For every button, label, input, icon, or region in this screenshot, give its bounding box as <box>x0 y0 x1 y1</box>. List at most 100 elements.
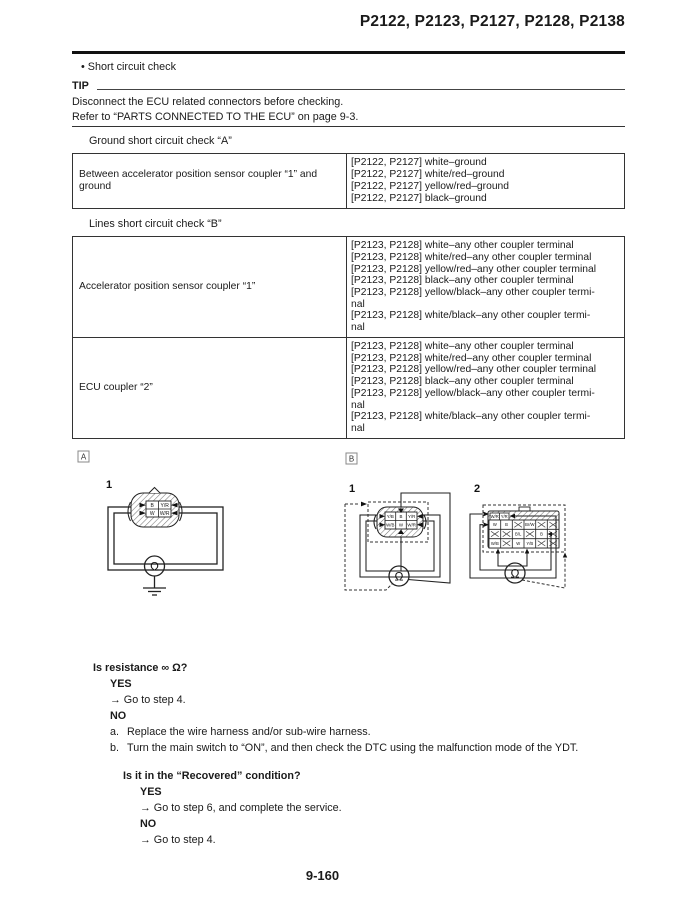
table-row: Accelerator position sensor coupler “1” … <box>73 237 624 337</box>
svg-text:Y/B: Y/B <box>526 541 533 546</box>
ohm-symbol: Ω <box>150 559 159 573</box>
page-title: P2122, P2123, P2127, P2128, P2138 <box>359 13 625 30</box>
check-line: [P2123, P2128] yellow/black–any other co… <box>351 387 595 399</box>
tip-label: TIP <box>72 80 89 92</box>
check-line: [P2123, P2128] white–any other coupler t… <box>351 341 574 352</box>
tip-line-1: Disconnect the ECU related connectors be… <box>72 96 344 108</box>
check-line: [P2123, P2128] white/black–any other cou… <box>351 310 591 322</box>
svg-text:W/B: W/B <box>491 541 499 546</box>
yes-action: → Go to step 4. <box>110 694 186 706</box>
svg-text:B/L: B/L <box>515 532 522 537</box>
no-action: → Go to step 4. <box>140 834 216 846</box>
figure-number: 1 <box>349 483 355 495</box>
question-heading: Is resistance ∞ Ω? <box>93 662 188 674</box>
ohmmeter: Ω <box>504 562 526 584</box>
check-line: [P2123, P2128] yellow/black–any other co… <box>351 287 595 298</box>
svg-text:B: B <box>151 503 155 509</box>
svg-text:B: B <box>400 514 403 519</box>
lines-check-table: Accelerator position sensor coupler “1” … <box>72 236 625 439</box>
table-cell-label: Between accelerator position sensor coup… <box>73 154 347 208</box>
check-line: [P2123, P2128] white/black–any other cou… <box>351 411 591 423</box>
svg-text:W: W <box>399 523 404 528</box>
diagram-a1: 1 B Y/R W W/R Ω <box>106 479 224 596</box>
label-line: Between accelerator position sensor coup… <box>79 169 318 180</box>
svg-text:B: B <box>505 522 508 527</box>
svg-text:Y/R: Y/R <box>161 503 170 509</box>
check-line: nal <box>351 399 365 411</box>
table-cell-checks: [P2123, P2128] white–any other coupler t… <box>347 237 624 337</box>
diagram-b1: 1 Y/B B Y/R W/B W W/R <box>344 483 451 591</box>
no-label: NO <box>110 710 127 722</box>
table-row: Between accelerator position sensor coup… <box>73 154 624 208</box>
circuit-diagrams: A B 1 B Y/R W W/R <box>77 450 568 596</box>
svg-text:Y/R: Y/R <box>408 514 415 519</box>
tip-line-2: Refer to “PARTS CONNECTED TO THE ECU” on… <box>72 110 359 123</box>
check-line: [P2123, P2128] white/red–any other coupl… <box>351 251 592 263</box>
ecu-coupler-connector: W/R Y/R W B Br/W B/L B W/B W Y/B <box>487 506 560 549</box>
figure-number: 2 <box>474 483 480 495</box>
table-cell-label: Accelerator position sensor coupler “1” <box>73 237 347 337</box>
check-line: nal <box>351 422 365 434</box>
ohmmeter: Ω <box>388 565 410 587</box>
table-cell-label: ECU coupler “2” <box>73 338 347 438</box>
question-heading: Is it in the “Recovered” condition? <box>123 770 301 782</box>
yes-label: YES <box>110 678 132 690</box>
page-number: 9-160 <box>305 868 340 883</box>
check-line: nal <box>351 298 365 310</box>
label-line: ground <box>79 181 112 192</box>
svg-text:Y/B: Y/B <box>387 514 394 519</box>
header-rule <box>72 51 625 54</box>
svg-text:W/B: W/B <box>386 523 394 528</box>
question-block-2: Is it in the “Recovered” condition? YES … <box>123 768 342 848</box>
tip-underline <box>97 89 625 90</box>
svg-text:W/R: W/R <box>407 523 416 528</box>
svg-text:W: W <box>516 541 520 546</box>
no-steps: a.Replace the wire harness and/or sub-wi… <box>93 724 578 756</box>
lines-check-heading: Lines short circuit check “B” <box>89 218 222 230</box>
intro-divider <box>72 126 625 127</box>
ohm-symbol: Ω <box>511 566 520 580</box>
check-line: [P2123, P2128] white/red–any other coupl… <box>351 352 592 364</box>
svg-text:B: B <box>540 532 543 537</box>
table-cell-checks: [P2122, P2127] white–ground[P2122, P2127… <box>347 154 624 208</box>
yes-action: → Go to step 6, and complete the service… <box>140 802 342 814</box>
ground-check-heading: Ground short circuit check “A” <box>89 135 232 147</box>
svg-text:A: A <box>81 453 87 462</box>
step-line: a.Replace the wire harness and/or sub-wi… <box>110 726 371 738</box>
check-line: [P2123, P2128] black–any other coupler t… <box>351 275 574 287</box>
step-line: b.Turn the main switch to “ON”, and then… <box>110 742 579 754</box>
check-line: [P2122, P2127] white/red–ground <box>351 169 505 180</box>
sensor-coupler-connector: B Y/R W W/R <box>127 486 183 528</box>
svg-text:W: W <box>493 522 497 527</box>
diagram-b-callout: B <box>345 452 358 465</box>
no-label: NO <box>140 818 157 830</box>
ohm-symbol: Ω <box>395 569 404 583</box>
question-block-1: Is resistance ∞ Ω? YES → Go to step 4. N… <box>93 660 578 756</box>
svg-text:B: B <box>349 455 354 464</box>
check-line: [P2123, P2128] black–any other coupler t… <box>351 376 574 388</box>
check-line: [P2122, P2127] white–ground <box>351 157 487 168</box>
svg-text:Br/W: Br/W <box>525 522 534 527</box>
svg-text:W: W <box>150 511 155 517</box>
ground-check-table: Between accelerator position sensor coup… <box>72 153 625 209</box>
tip-text: Disconnect the ECU related connectors be… <box>72 95 358 124</box>
check-line: [P2122, P2127] black–ground <box>351 193 487 204</box>
table-cell-checks: [P2123, P2128] white–any other coupler t… <box>347 338 624 438</box>
diagram-b2: 2 W/R Y/R W B Br/W B/L B W/B W Y/B <box>469 483 568 589</box>
svg-text:W/R: W/R <box>491 514 499 519</box>
check-line: [P2122, P2127] yellow/red–ground <box>351 181 509 192</box>
check-line: [P2123, P2128] yellow/red–any other coup… <box>351 364 596 376</box>
yes-label: YES <box>140 786 162 798</box>
svg-text:Y/R: Y/R <box>501 514 508 519</box>
label-line: ECU coupler “2” <box>79 381 153 393</box>
check-line: [P2123, P2128] white–any other coupler t… <box>351 240 574 252</box>
sensor-coupler-connector: Y/B B Y/R W/B W W/R <box>373 506 427 538</box>
check-line: [P2123, P2128] yellow/red–any other coup… <box>351 263 596 275</box>
check-line: nal <box>351 322 365 334</box>
svg-text:W/R: W/R <box>160 511 170 517</box>
figure-number: 1 <box>106 479 112 491</box>
short-circuit-check-bullet: • Short circuit check <box>81 61 176 73</box>
table-row: ECU coupler “2” [P2123, P2128] white–any… <box>73 337 624 438</box>
diagram-a-callout: A <box>77 450 90 463</box>
label-line: Accelerator position sensor coupler “1” <box>79 281 256 292</box>
